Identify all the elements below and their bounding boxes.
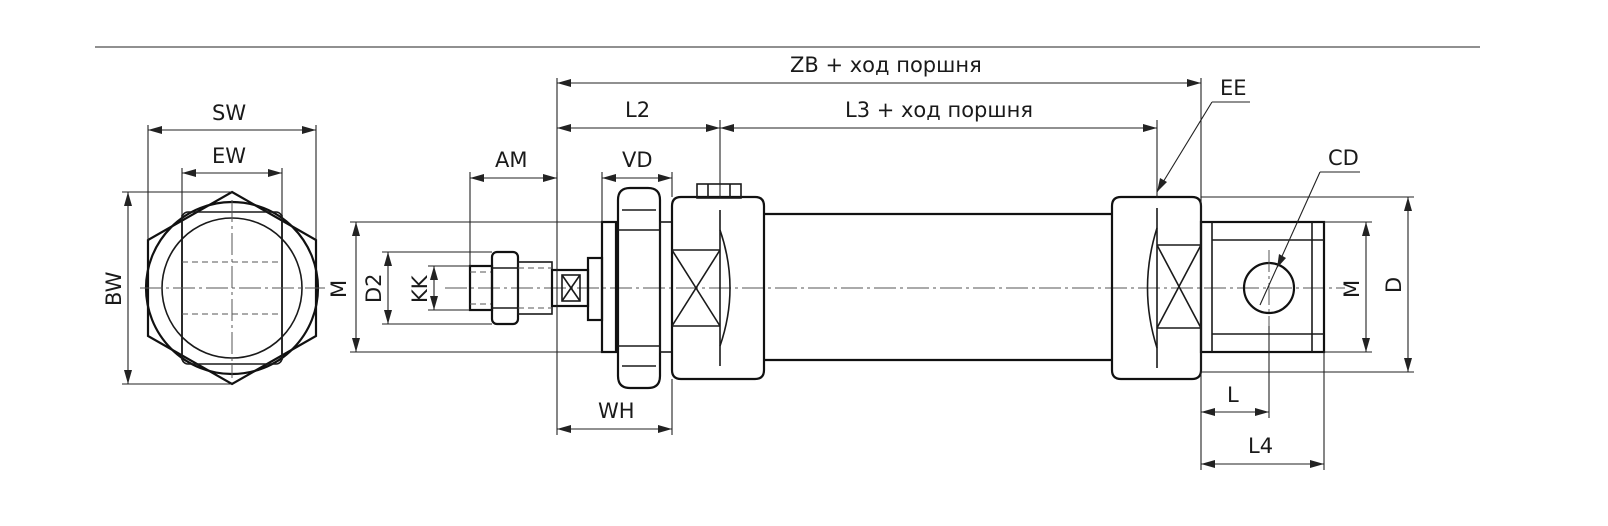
dim-am	[469, 172, 558, 266]
dim-m-rear	[1324, 221, 1372, 353]
dim-m-front	[350, 221, 602, 353]
label-vd: VD	[622, 148, 653, 172]
label-bw: BW	[102, 271, 126, 306]
dim-sw	[147, 125, 317, 240]
label-ee: EE	[1220, 76, 1247, 100]
leader-ee	[1156, 101, 1250, 193]
label-am: AM	[495, 148, 527, 172]
dim-vd	[601, 172, 673, 222]
label-ew: EW	[212, 144, 246, 168]
dim-d2	[382, 251, 492, 325]
label-cd: CD	[1328, 146, 1359, 170]
label-wh: WH	[598, 399, 635, 423]
label-zb: ZB + ход поршня	[790, 53, 982, 77]
side-view	[445, 183, 1345, 390]
rod-guide	[586, 256, 604, 322]
dim-d	[1201, 196, 1414, 373]
front-head	[670, 195, 766, 381]
leader-cd	[1259, 171, 1360, 306]
mounting-nut	[616, 186, 662, 390]
dim-l4	[1201, 352, 1325, 470]
dim-l2-l3	[557, 120, 1158, 198]
label-l2: L2	[625, 98, 650, 122]
end-view	[140, 190, 325, 386]
label-l: L	[1227, 383, 1239, 407]
dim-bw	[122, 191, 232, 385]
label-d: D	[1382, 277, 1406, 293]
rod-flat	[561, 274, 581, 302]
label-kk: KK	[408, 274, 432, 303]
dim-zb	[556, 78, 1202, 470]
label-d2: D2	[362, 273, 386, 303]
head-thread	[659, 221, 673, 353]
label-m-left: M	[327, 280, 351, 298]
dim-wh	[557, 379, 673, 435]
label-l3: L3 + ход поршня	[845, 98, 1033, 122]
label-m-right: M	[1340, 280, 1364, 298]
rear-clevis	[1199, 220, 1326, 354]
label-sw: SW	[212, 101, 246, 125]
dim-l	[1201, 326, 1270, 418]
port-fitting	[696, 183, 742, 199]
dim-kk	[428, 265, 470, 311]
front-neck	[600, 220, 618, 354]
label-l4: L4	[1248, 434, 1273, 458]
